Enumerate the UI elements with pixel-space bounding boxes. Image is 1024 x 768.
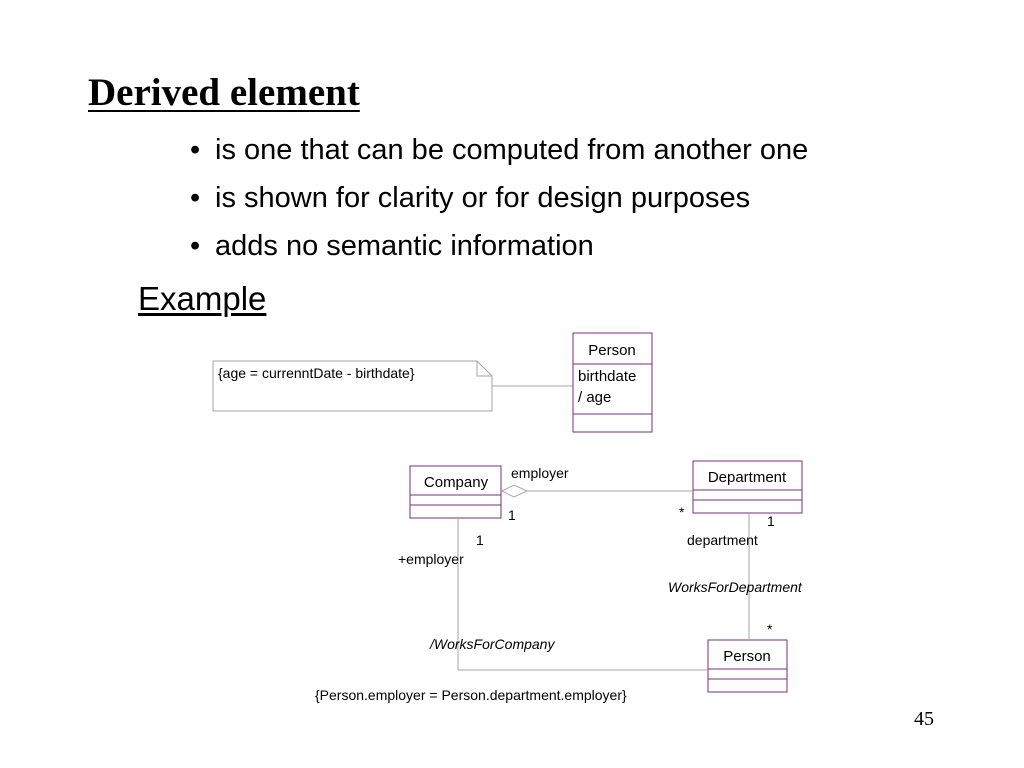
multiplicity-label: 1 xyxy=(767,513,775,529)
person-class-top: Person birthdate / age xyxy=(572,332,653,433)
example-heading: Example xyxy=(138,280,267,317)
class-name: Person xyxy=(588,342,636,359)
constraint-note: {age = currenntDate - birthdate} xyxy=(212,360,493,412)
department-class: Department xyxy=(692,460,803,514)
page-number: 45 xyxy=(914,708,934,730)
person-class-bottom: Person xyxy=(707,639,788,693)
attribute-birthdate: birthdate xyxy=(578,368,636,385)
association-name: WorksForDepartment xyxy=(668,579,803,595)
multiplicity-label: * xyxy=(679,504,685,520)
bullet-item: is one that can be computed from another… xyxy=(190,130,808,178)
association-name: /WorksForCompany xyxy=(429,636,555,652)
constraint-label: {Person.employer = Person.department.emp… xyxy=(315,687,627,703)
attribute-age: / age xyxy=(578,389,611,406)
slide-title: Derived element xyxy=(88,71,360,114)
multiplicity-label: 1 xyxy=(508,507,516,523)
bullet-item: adds no semantic information xyxy=(190,226,808,274)
employer-aggregation xyxy=(500,484,693,498)
class-name: Company xyxy=(424,474,489,491)
company-class: Company xyxy=(409,465,502,519)
bullet-list: is one that can be computed from another… xyxy=(190,130,808,274)
class-name: Department xyxy=(708,469,787,486)
multiplicity-label: 1 xyxy=(476,532,484,548)
works-for-company-line xyxy=(457,518,708,671)
employer-role-label: employer xyxy=(511,465,569,481)
bullet-item: is shown for clarity or for design purpo… xyxy=(190,178,808,226)
multiplicity-label: * xyxy=(767,621,773,637)
department-role-label: department xyxy=(687,532,758,548)
class-name: Person xyxy=(723,648,771,665)
employer-role-label: +employer xyxy=(398,551,464,567)
note-text: {age = currenntDate - birthdate} xyxy=(218,365,415,381)
aggregation-diamond-icon xyxy=(500,484,529,498)
